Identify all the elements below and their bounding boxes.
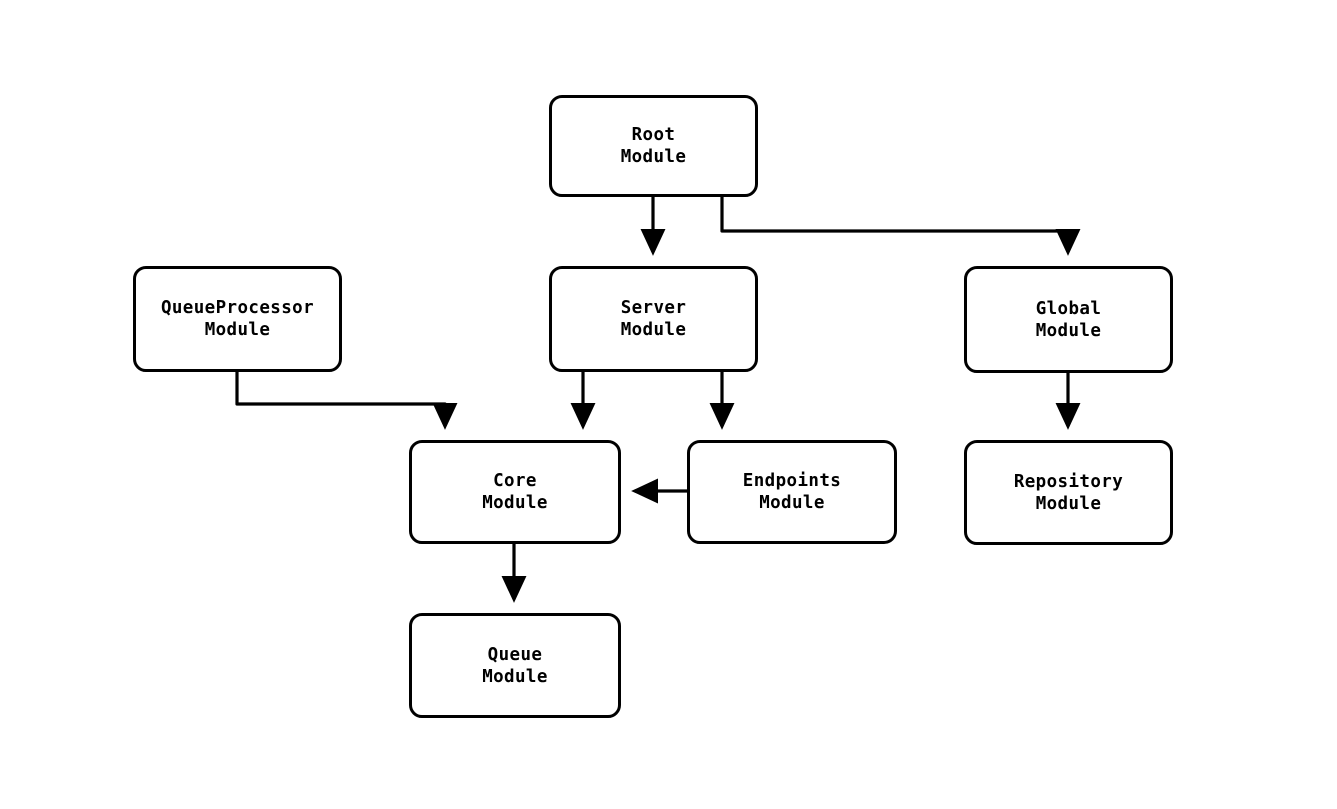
node-core-module-label-line1: Core — [493, 471, 537, 491]
node-global-module-label-line1: Global — [1035, 298, 1102, 319]
node-root-module[interactable]: Root Module — [549, 95, 758, 197]
node-repository-module-label-line1: Repository — [1013, 471, 1124, 492]
node-core-module[interactable]: Core Module — [409, 440, 621, 544]
node-global-module[interactable]: Global Module — [964, 266, 1173, 373]
node-endpoints-module-label-line2: Module — [759, 493, 825, 513]
node-root-module-label-line2: Module — [620, 147, 687, 167]
node-server-module-label-line1: Server — [620, 298, 687, 318]
node-repository-module[interactable]: Repository Module — [964, 440, 1173, 545]
node-queue-module-label-line2: Module — [482, 666, 548, 687]
node-root-module-label-line1: Root — [631, 125, 676, 145]
node-queue-module-label-line1: Queue — [487, 644, 543, 665]
node-server-module[interactable]: Server Module — [549, 266, 758, 372]
node-server-module-label-line2: Module — [620, 320, 687, 340]
node-queueprocessor-module-label-line2: Module — [204, 320, 271, 340]
node-repository-module-label-line2: Module — [1035, 493, 1102, 514]
node-core-module-label-line2: Module — [482, 493, 548, 513]
node-endpoints-module[interactable]: Endpoints Module — [687, 440, 897, 544]
edge-queueprocessor-to-core — [235, 372, 458, 430]
node-endpoints-module-label-line1: Endpoints — [742, 471, 842, 491]
node-queue-module[interactable]: Queue Module — [409, 613, 621, 718]
node-queueprocessor-module[interactable]: QueueProcessor Module — [133, 266, 342, 372]
node-queueprocessor-module-label-line1: QueueProcessor — [160, 298, 315, 318]
node-global-module-label-line2: Module — [1035, 320, 1102, 341]
edge-root-to-global — [720, 197, 1081, 256]
